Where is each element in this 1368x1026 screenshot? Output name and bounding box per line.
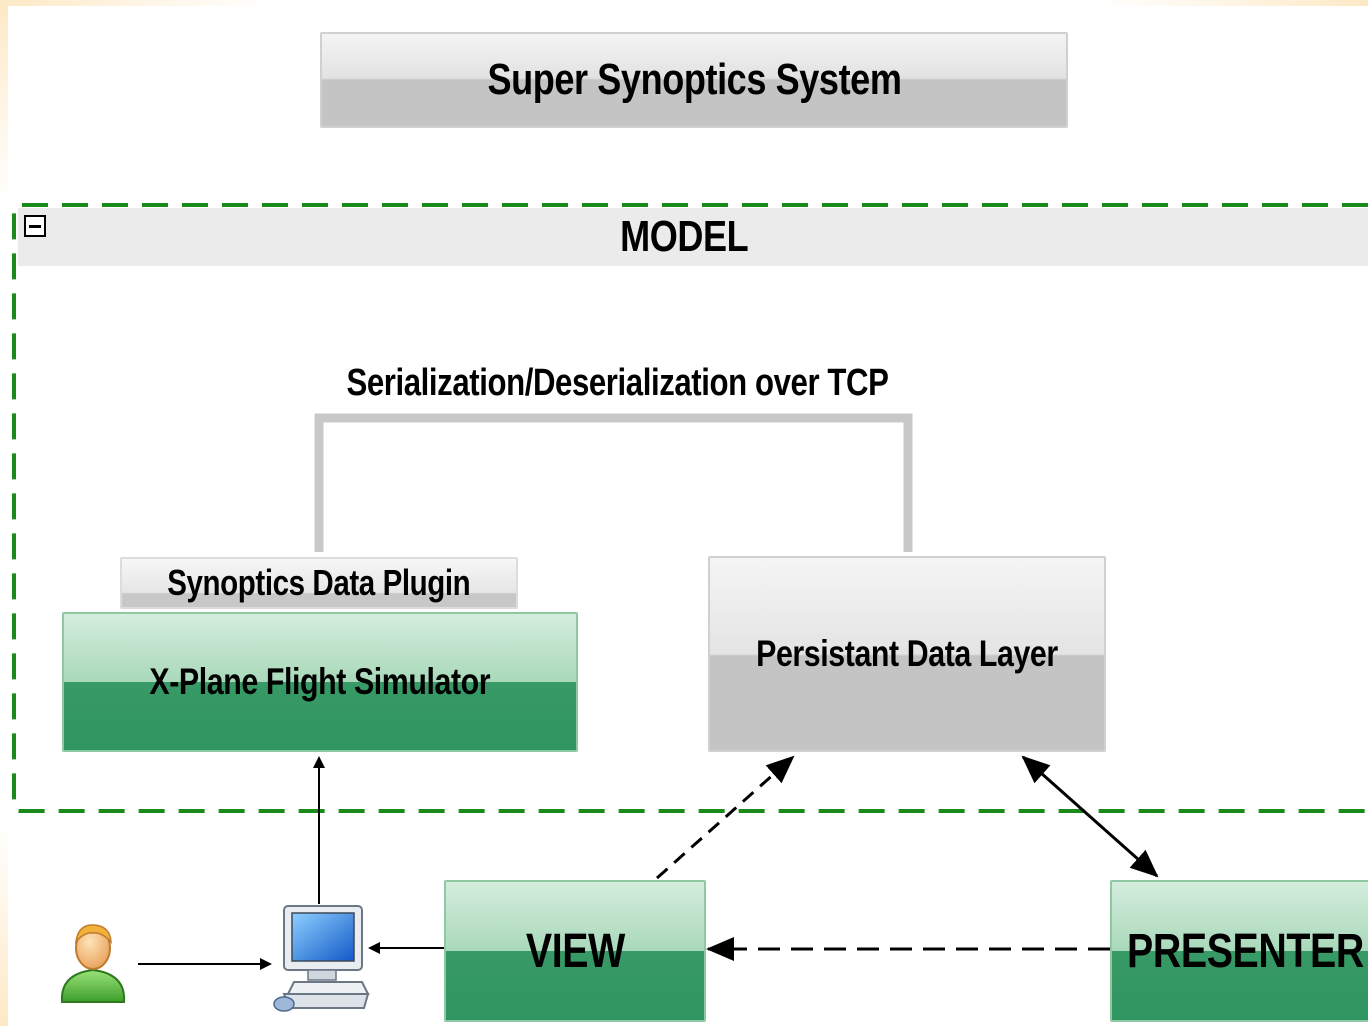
tcp-connection-line (314, 413, 913, 552)
user-icon (56, 918, 130, 1009)
simulator-label: X-Plane Flight Simulator (149, 661, 491, 702)
data-layer-label: Persistant Data Layer (756, 633, 1058, 674)
collapse-button[interactable] (24, 215, 46, 237)
model-title: MODEL (0, 208, 1368, 266)
presenter-label: PRESENTER (1126, 924, 1364, 978)
model-header-bar (18, 208, 1368, 266)
presenter-box: PRESENTER (1110, 880, 1368, 1022)
datalayer-presenter-arrow (1021, 755, 1159, 878)
simulator-box: X-Plane Flight Simulator (62, 612, 578, 752)
view-to-datalayer-arrow (656, 755, 795, 880)
plugin-label: Synoptics Data Plugin (167, 562, 471, 603)
minus-icon (29, 224, 41, 228)
system-title: Super Synoptics System (486, 55, 902, 104)
system-title-box: Super Synoptics System (320, 32, 1068, 128)
plugin-box: Synoptics Data Plugin (120, 557, 518, 609)
computer-icon (270, 904, 370, 1021)
view-box: VIEW (444, 880, 706, 1022)
tcp-connection-label: Serialization/Deserialization over TCP (346, 361, 889, 404)
view-label: VIEW (525, 924, 625, 978)
model-label: MODEL (619, 212, 749, 261)
model-container-border (12, 203, 1368, 813)
data-layer-box: Persistant Data Layer (708, 556, 1106, 752)
